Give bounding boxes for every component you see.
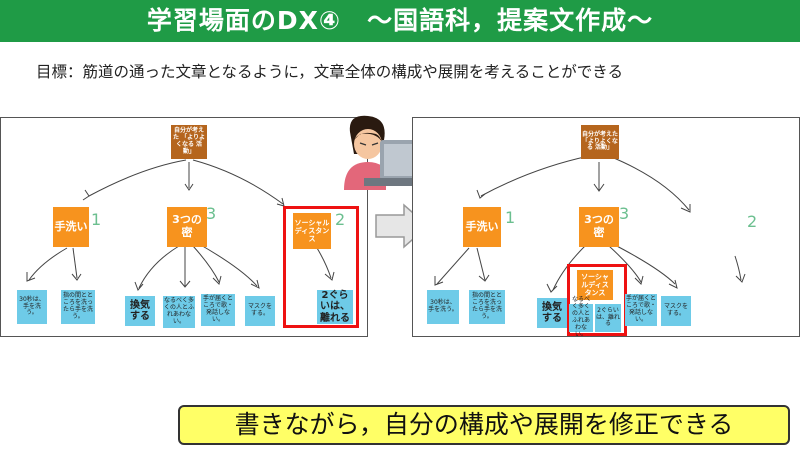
- left-connectors: [26, 159, 335, 291]
- order-digit: 1: [91, 210, 102, 229]
- leaf-note: 換気する: [537, 298, 567, 328]
- branch-note-3c: 3つの密: [167, 207, 207, 247]
- leaf-note: 換気する: [125, 296, 155, 326]
- branch-note-distance: ソーシャルディスタンス: [577, 270, 613, 300]
- branch-note-3c: 3つの密: [579, 207, 619, 247]
- order-digit: 3: [619, 204, 630, 223]
- right-diagram-panel: 自分が考えた 「よりよくなる 活動」 手洗い 3つの密 1 3 2 ソーシャルデ…: [412, 117, 800, 337]
- person-laptop-icon: [344, 115, 432, 190]
- left-diagram-panel: 自分が考えた 「よりよくなる 活動」 手洗い 3つの密 ソーシャルディスタンス …: [0, 117, 368, 337]
- right-connectors: [434, 155, 746, 293]
- leaf-note: 30秒は、手を洗う。: [17, 290, 47, 324]
- highlight-box: [283, 206, 359, 328]
- leaf-note: 指の間とところを洗ったら手を洗う。: [61, 290, 95, 324]
- leaf-note: なるべく多くの人とふれあわない。: [163, 296, 195, 328]
- branch-note-handwash: 手洗い: [53, 207, 89, 247]
- leaf-note: 30秒は、手を洗う。: [427, 290, 459, 324]
- leaf-note: 手が届くところで歌・発話しない。: [625, 294, 657, 326]
- leaf-note: 手が届くところで歌・発話しない。: [201, 294, 235, 326]
- branch-note-handwash: 手洗い: [463, 207, 501, 247]
- leaf-note: 2ぐらいは、離れる: [595, 304, 621, 332]
- leaf-note: なるべく多くの人とふれあわない。: [569, 296, 593, 336]
- order-digit: 1: [505, 208, 516, 227]
- branch-note-distance: ソーシャルディスタンス: [293, 213, 331, 249]
- lesson-goal: 目標：筋道の通った文章となるように，文章全体の構成や展開を考えることができる: [36, 63, 623, 81]
- root-note: 自分が考えた 「よりよくなる 活動」: [581, 125, 619, 159]
- order-digit: 2: [335, 210, 346, 229]
- leaf-note: 指の間とところを洗ったら手を洗う。: [469, 290, 505, 324]
- root-note: 自分が考えた 「よりよくなる 活動」: [171, 125, 207, 159]
- summary-caption: 書きながら，自分の構成や展開を修正できる: [178, 405, 790, 445]
- leaf-note: マスクをする。: [661, 296, 691, 326]
- order-digit: 2: [747, 212, 758, 231]
- page-banner: 学習場面のDX④ ～国語科，提案文作成～: [0, 0, 800, 42]
- leaf-note: 2ぐらいは、離れる: [317, 290, 353, 324]
- order-digit: 3: [206, 204, 217, 223]
- leaf-note: マスクをする。: [245, 296, 275, 326]
